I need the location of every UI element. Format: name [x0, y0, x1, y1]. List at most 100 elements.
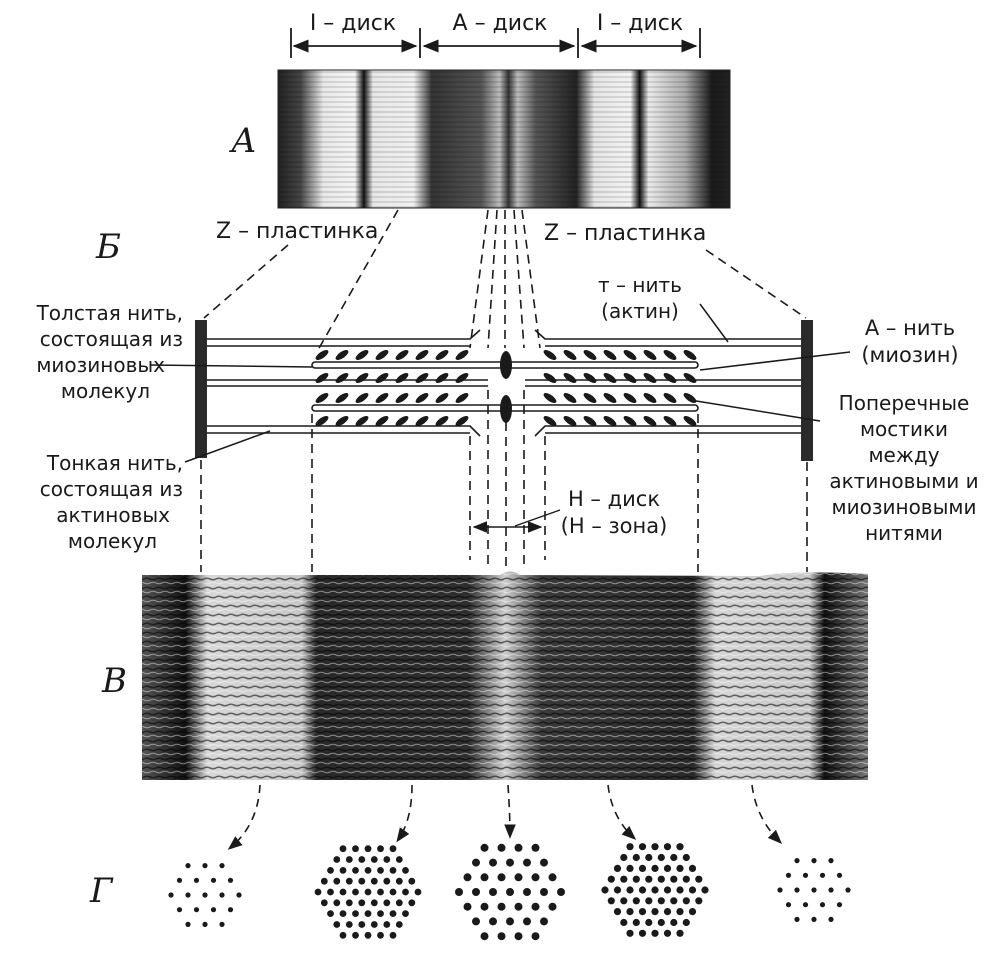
thin-line-4: молекул — [68, 529, 157, 553]
filament-dot — [408, 877, 416, 885]
filament-dot — [632, 853, 640, 862]
filament-dot — [219, 921, 225, 928]
filament-dot — [657, 875, 665, 883]
filament-dot — [688, 886, 697, 894]
filament-dot — [819, 902, 826, 908]
filament-dot — [472, 917, 480, 926]
cross-bridge — [683, 349, 697, 361]
filament-dot — [601, 886, 609, 894]
t-thread-line-1: т – нить — [598, 273, 682, 297]
filament-dot — [626, 864, 634, 873]
cross-bridge — [623, 392, 637, 404]
filament-dot — [193, 877, 200, 883]
filament-dot — [811, 887, 817, 893]
filament-dot — [489, 888, 497, 896]
filament-dot — [383, 899, 391, 907]
cross-bridge — [583, 372, 597, 384]
filament-dot — [645, 918, 653, 927]
cross-bridge — [355, 392, 369, 404]
filament-dot — [320, 877, 328, 885]
cross-bridge — [643, 415, 657, 427]
cross-bridge — [583, 349, 597, 361]
cross-bridge — [563, 349, 577, 361]
sarcomere-schematic — [195, 320, 813, 461]
filament-dot — [389, 867, 397, 874]
cross-bridge — [663, 372, 677, 384]
bridges-line-5: миозиновыми — [832, 495, 977, 519]
panel-letter-g: Г — [89, 871, 114, 911]
filament-dot — [531, 873, 540, 882]
z-plate-right-label: Z – пластинка — [544, 221, 706, 246]
filament-dot — [383, 877, 391, 885]
filament-dot — [463, 873, 472, 882]
filament-dot — [414, 888, 422, 896]
i-disk-right-label: I – диск — [597, 11, 683, 36]
filament-dot — [395, 856, 403, 863]
filament-dot — [514, 843, 523, 852]
filament-dot — [794, 887, 800, 893]
z-plate-left — [195, 320, 207, 458]
filament-dot — [651, 843, 659, 851]
projection-lines-ab — [203, 209, 807, 351]
filament-dot — [345, 921, 353, 928]
cross-bridge — [663, 392, 677, 404]
h-disk-line-2: (H – зона) — [561, 514, 668, 538]
cross-bridge — [375, 392, 389, 404]
filament-dot — [626, 929, 634, 937]
filament-dot — [489, 917, 497, 926]
filament-dot — [531, 932, 540, 941]
filament-dot — [557, 888, 565, 896]
filament-dot — [395, 877, 403, 885]
actin-filaments-right — [525, 329, 801, 437]
cross-bridge — [335, 372, 349, 384]
filament-dot — [523, 888, 531, 896]
filament-dot — [670, 875, 678, 883]
filament-dot — [339, 867, 347, 874]
left-labels: Толстая нить, состоящая из миозиновых мо… — [36, 301, 313, 553]
filament-dot — [352, 845, 359, 853]
filament-dot — [339, 888, 347, 896]
cross-bridges — [315, 349, 697, 427]
filament-dot — [651, 908, 659, 916]
filament-dot — [657, 897, 665, 905]
filament-dot — [395, 921, 403, 928]
cross-bridge — [315, 372, 329, 384]
filament-dot — [682, 897, 690, 905]
filament-dot — [676, 864, 684, 873]
filament-dot — [377, 931, 384, 939]
filament-dot — [358, 877, 366, 885]
cross-bridge — [543, 349, 557, 361]
filament-dot — [695, 897, 703, 905]
filament-dot — [811, 858, 817, 864]
filament-dot — [185, 892, 191, 898]
filament-dot — [389, 888, 397, 896]
cross-bridge — [563, 392, 577, 404]
filament-dot — [327, 910, 334, 917]
cross-bridge — [395, 392, 409, 404]
cross-bridge — [335, 349, 349, 361]
bridges-line-2: мостики — [860, 417, 948, 441]
cross-bridge — [435, 415, 449, 427]
filament-dot — [531, 843, 540, 852]
filament-dot — [670, 853, 678, 862]
filament-dot — [219, 892, 225, 898]
filament-dot — [828, 916, 834, 923]
filament-dot — [377, 888, 384, 896]
filament-dot — [314, 888, 322, 896]
cross-bridge — [643, 372, 657, 384]
filament-dot — [626, 843, 634, 851]
filament-dot — [802, 902, 809, 908]
filament-dot — [463, 902, 472, 911]
cross-bridge — [415, 349, 429, 361]
bridges-line-6: нитями — [865, 521, 943, 545]
actin-filaments-left — [207, 329, 488, 437]
filament-dot — [663, 929, 672, 937]
filament-dot — [358, 899, 366, 907]
filament-dot — [531, 902, 540, 911]
cross-bridge — [435, 349, 449, 361]
filament-dot — [663, 864, 672, 873]
cross-bridge — [455, 349, 469, 361]
filament-dot — [670, 918, 678, 927]
filament-dot — [548, 873, 557, 882]
filament-dot — [377, 910, 384, 917]
